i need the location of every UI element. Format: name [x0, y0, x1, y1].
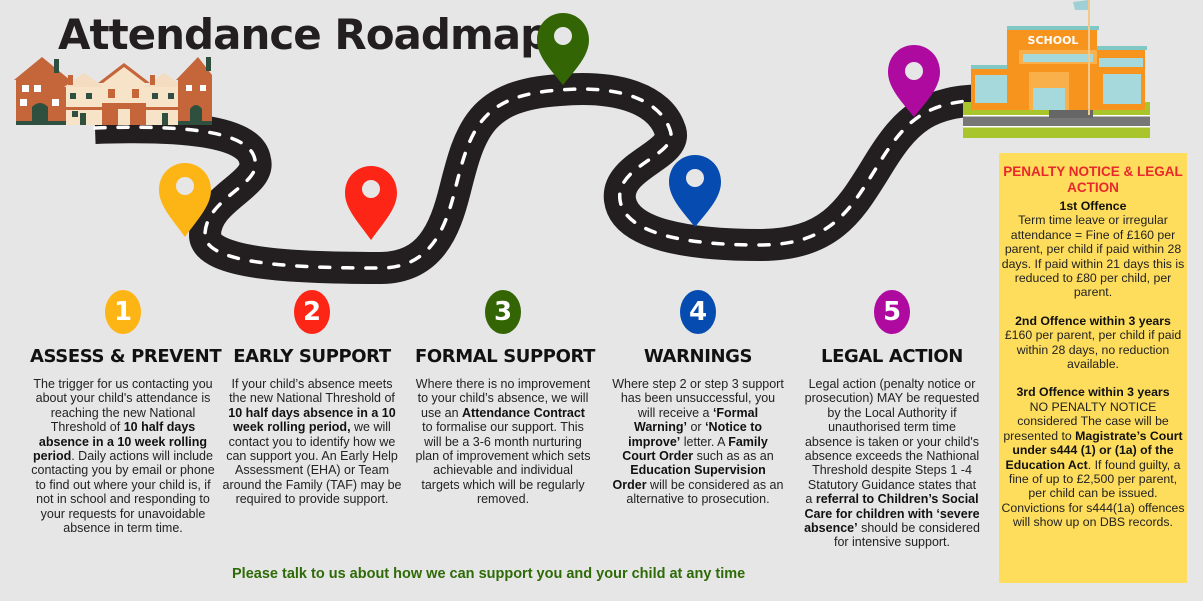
emphasis-text: referral to Children’s Social Care for c… — [804, 492, 980, 536]
step-description: If your child’s absence meets the new Na… — [222, 377, 402, 507]
offence-title: 3rd Offence within 3 years — [1016, 385, 1170, 400]
step-description: Where there is no improvement to your ch… — [415, 377, 591, 507]
emphasis-text: Family Court Order — [622, 434, 768, 464]
body-text: such as as an — [693, 449, 774, 464]
body-text: Term time leave or irregular attendance … — [1001, 213, 1185, 300]
map-pin-icon-step4 — [669, 155, 721, 227]
step-number-badge: 4 — [680, 290, 716, 334]
emphasis-text: ‘Formal Warning’ — [633, 405, 759, 435]
body-text: to formalise our support. This will be a… — [415, 420, 591, 507]
step-heading: ASSESS & PREVENT — [30, 346, 222, 367]
step-4: 4 WARNINGS Where step 2 or step 3 suppor… — [612, 290, 784, 507]
body-text: . If found guilty, a fine of up to £2,50… — [1001, 457, 1185, 530]
offence-description: Term time leave or irregular attendance … — [999, 213, 1187, 299]
body-text: The trigger for us contacting you about … — [33, 377, 213, 435]
body-text: If your child’s absence meets the new Na… — [229, 377, 395, 406]
body-text: . Daily actions will include contacting … — [31, 449, 215, 536]
step-heading: EARLY SUPPORT — [233, 346, 391, 367]
map-pin-icon-step2 — [345, 166, 397, 240]
body-text: should be considered for intensive suppo… — [833, 521, 980, 550]
map-pin-icon-step3 — [537, 13, 589, 85]
step-5: 5 LEGAL ACTION Legal action (penalty not… — [804, 290, 980, 550]
body-text: Where there is no improvement to your ch… — [415, 377, 591, 420]
step-heading: LEGAL ACTION — [821, 346, 963, 367]
step-3: 3 FORMAL SUPPORT Where there is no impro… — [415, 290, 596, 507]
body-text: £160 per parent, per child if paid withi… — [1004, 328, 1182, 372]
step-number-badge: 3 — [485, 290, 521, 334]
penalty-title: PENALTY NOTICE & LEGAL ACTION — [1003, 164, 1183, 195]
emphasis-text: ‘Notice to improve’ — [628, 420, 763, 449]
penalty-notice-panel: PENALTY NOTICE & LEGAL ACTION 1st Offenc… — [999, 153, 1187, 583]
road — [93, 73, 992, 284]
footer-message: Please talk to us about how we can suppo… — [232, 566, 746, 582]
step-number-badge: 2 — [294, 290, 330, 334]
body-text: Legal action (penalty notice or prosecut… — [804, 377, 980, 507]
step-heading: WARNINGS — [643, 346, 753, 367]
step-description: The trigger for us contacting you about … — [30, 377, 216, 535]
map-pin-icon-step5 — [888, 45, 940, 117]
school-sign: SCHOOL — [1028, 34, 1079, 47]
emphasis-text: 10 half days absence in a 10 week rollin… — [33, 420, 208, 464]
step-1: 1 ASSESS & PREVENT The trigger for us co… — [30, 290, 222, 535]
emphasis-text: Attendance Contract — [462, 405, 585, 420]
school-illustration: SCHOOL — [963, 0, 1150, 138]
offence-title: 1st Offence — [1059, 199, 1127, 213]
body-text: we will contact you to identify how we c… — [222, 420, 402, 507]
body-text: Where step 2 or step 3 support has been … — [612, 377, 784, 420]
emphasis-text: Magistrate’s Court under s444 (1) or (1a… — [1005, 428, 1183, 472]
body-text: letter. A — [680, 434, 729, 449]
offence-3: 3rd Offence within 3 years NO PENALTY NO… — [999, 385, 1187, 529]
body-text: NO PENALTY NOTICE considered The case wi… — [1003, 399, 1169, 443]
offence-title: 2nd Offence within 3 years — [1015, 313, 1171, 328]
offence-1: 1st Offence Term time leave or irregular… — [999, 199, 1187, 300]
offence-description: £160 per parent, per child if paid withi… — [999, 328, 1187, 371]
step-heading: FORMAL SUPPORT — [415, 346, 596, 367]
step-2: 2 EARLY SUPPORT If your child’s absence … — [222, 290, 402, 507]
step-description: Where step 2 or step 3 support has been … — [612, 377, 784, 507]
step-number-badge: 1 — [105, 290, 141, 334]
offence-description: NO PENALTY NOTICE considered The case wi… — [999, 400, 1187, 530]
body-text: will be considered as an alternative to … — [626, 477, 784, 507]
map-pin-icon-step1 — [159, 163, 211, 237]
step-description: Legal action (penalty notice or prosecut… — [804, 377, 980, 550]
page-title: Attendance Roadmap — [58, 10, 550, 59]
emphasis-text: Education Supervision Order — [612, 463, 766, 492]
offence-2: 2nd Offence within 3 years £160 per pare… — [999, 314, 1187, 372]
houses-illustration — [14, 57, 212, 125]
emphasis-text: 10 half days absence in a 10 week rollin… — [228, 405, 396, 435]
body-text: or — [687, 420, 706, 435]
step-number-badge: 5 — [874, 290, 910, 334]
